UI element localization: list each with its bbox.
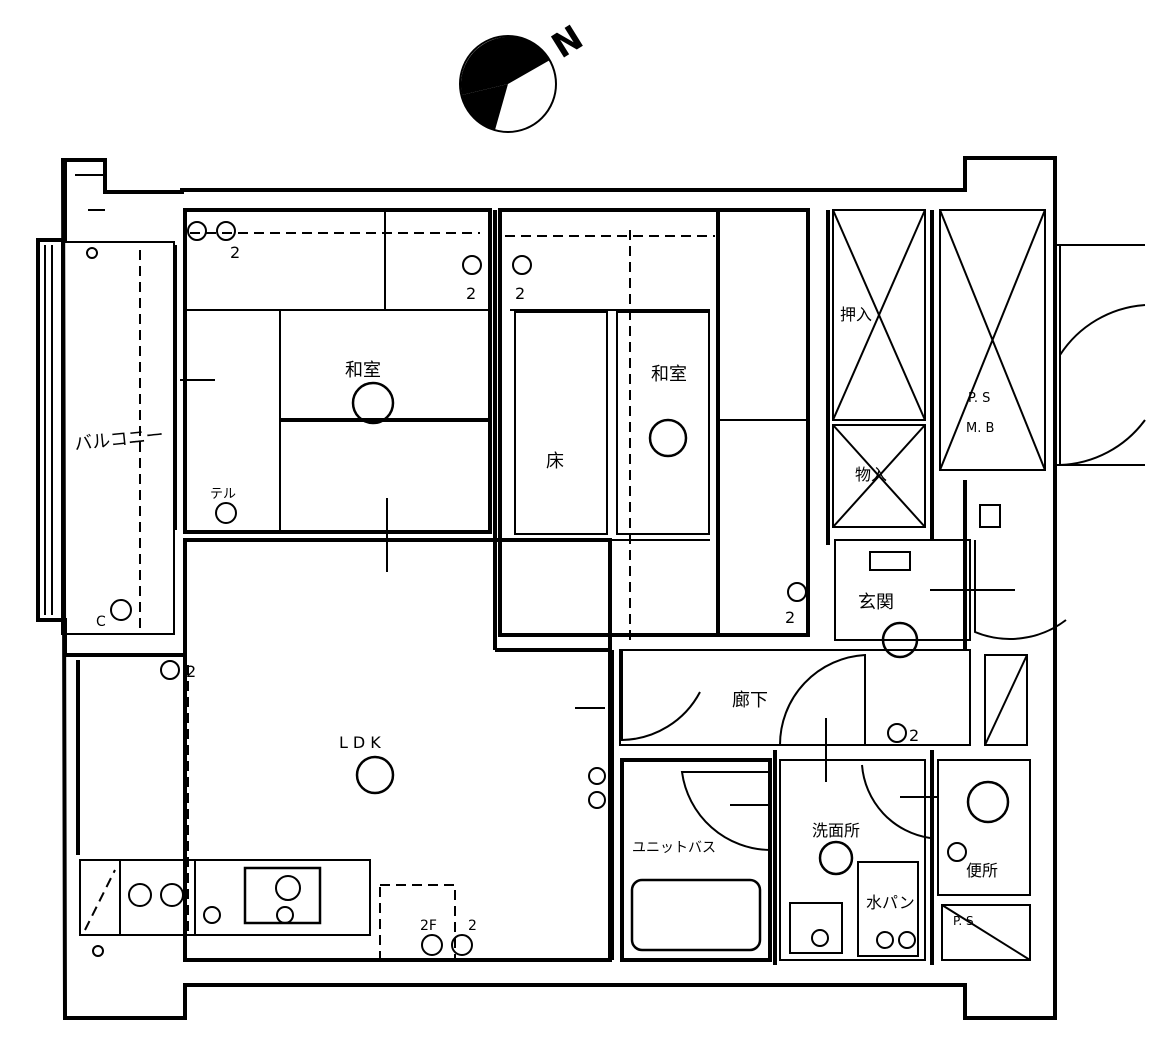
kitchen xyxy=(79,859,371,936)
psmb-label-1: P. S xyxy=(968,391,990,406)
outlet-icon xyxy=(160,660,180,680)
outlet-icon xyxy=(276,906,294,924)
stove-burner-icon xyxy=(160,883,184,907)
storage-oshiire: 押入 物入 xyxy=(832,209,926,528)
toilet-icon xyxy=(966,780,1010,824)
outlet-icon xyxy=(898,931,916,949)
outlet-icon xyxy=(462,255,482,275)
svg-text:2: 2 xyxy=(186,662,196,681)
room-senmen: 洗面所 水パン xyxy=(779,718,931,961)
compass-needle-icon xyxy=(460,36,550,95)
tel-label: テル xyxy=(210,487,236,502)
washer-pan-icon xyxy=(857,861,919,957)
outlet-icon xyxy=(876,931,894,949)
ps-small-label: P. S xyxy=(953,914,974,928)
senmen-label: 洗面所 xyxy=(812,821,860,840)
north-compass: N xyxy=(459,18,590,133)
ceiling-light-icon xyxy=(355,755,395,795)
room-genkan: 玄関 xyxy=(834,504,1067,659)
compass-circle xyxy=(459,35,557,133)
outlet-icon xyxy=(588,767,606,785)
svg-text:2: 2 xyxy=(468,918,477,934)
outlet-icon xyxy=(787,582,807,602)
bathtub-icon xyxy=(630,878,762,952)
psmb-label-2: M. B xyxy=(966,421,994,436)
outlet-icon xyxy=(588,791,606,809)
suipan-label: 水パン xyxy=(866,893,915,912)
room-washitsu-left: 和室 テル 2 2 xyxy=(180,208,492,572)
roka-label: 廊下 xyxy=(732,690,768,711)
genkan-label: 玄関 xyxy=(858,592,894,613)
svg-text:2: 2 xyxy=(466,284,476,303)
outlet-icon xyxy=(512,255,532,275)
outlet-icon xyxy=(187,221,207,241)
washbasin-icon xyxy=(789,902,843,954)
room-unit-bath: ユニットバス xyxy=(620,758,772,962)
toilet-label: 便所 xyxy=(966,861,998,880)
closet-column: 2 xyxy=(716,208,810,637)
unit-bath-label: ユニットバス xyxy=(632,840,716,856)
outlet-icon xyxy=(887,723,907,743)
interior-walls xyxy=(493,210,967,965)
ceiling-light-icon xyxy=(881,621,919,659)
outlet-icon xyxy=(421,934,443,956)
washitsu-right-label: 和室 xyxy=(651,364,687,385)
washitsu-left-label: 和室 xyxy=(345,360,381,381)
outlet-icon xyxy=(110,599,132,621)
faucet-icon xyxy=(275,875,301,901)
shoe-box xyxy=(869,551,911,571)
svg-text:2F: 2F xyxy=(420,918,437,934)
ceiling-light-icon xyxy=(648,418,688,458)
outlet-icon xyxy=(811,929,829,947)
outer-walls xyxy=(36,156,1057,1020)
compass-label: N xyxy=(545,18,590,67)
ps-mb: P. S M. B xyxy=(939,209,1146,471)
room-ldk: LDK 2 2F 2 xyxy=(76,538,612,962)
outlet-icon xyxy=(451,934,473,956)
svg-text:2: 2 xyxy=(785,608,795,627)
room-toilet: 便所 P. S xyxy=(900,759,1031,961)
compass-shade xyxy=(462,84,508,130)
ceiling-light-icon xyxy=(351,381,395,425)
dining-table xyxy=(379,884,456,961)
outlet-icon xyxy=(216,221,236,241)
svg-text:2: 2 xyxy=(909,726,919,745)
toko-label: 床 xyxy=(546,451,564,472)
svg-text:2: 2 xyxy=(230,243,240,262)
outlet-icon xyxy=(203,906,221,924)
balcony-c-mark: C xyxy=(96,614,106,630)
ceiling-light-icon xyxy=(818,840,854,876)
ldk-label: LDK xyxy=(339,733,386,752)
balcony-label: バルコニー xyxy=(73,425,164,455)
tel-outlet-icon xyxy=(215,502,237,524)
room-roka: 廊下 2 xyxy=(619,649,1028,746)
outlet-icon xyxy=(947,842,967,862)
monoire-label: 物入 xyxy=(855,465,887,484)
svg-text:2: 2 xyxy=(515,284,525,303)
stove-burner-icon xyxy=(128,883,152,907)
oshiire-label: 押入 xyxy=(840,305,872,324)
